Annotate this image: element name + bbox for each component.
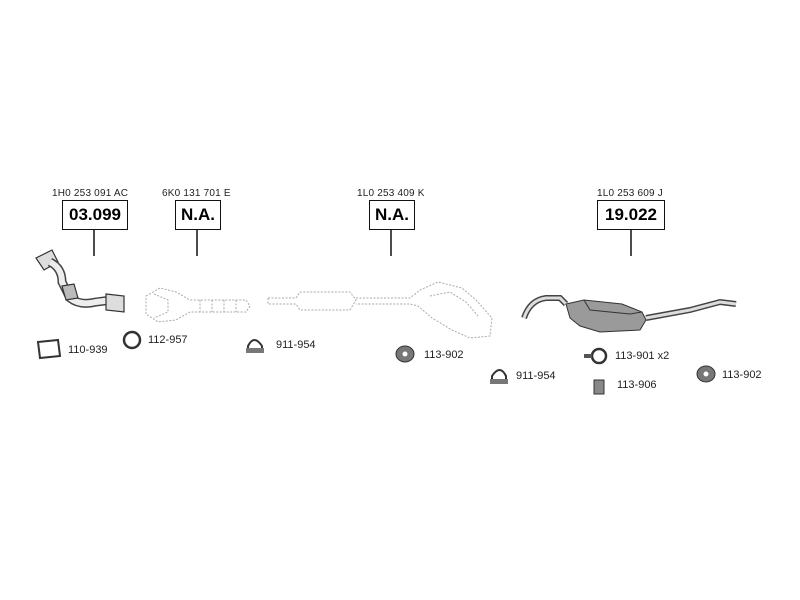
front-pipe-drawing [35, 249, 125, 313]
gasket-icon [36, 338, 62, 360]
ring-icon [122, 330, 142, 350]
clamp-icon [246, 339, 264, 353]
fitting-code-rubber-mount-2: 113-902 [722, 369, 762, 381]
middle-silencer-drawing [267, 281, 493, 339]
fitting-code-bushing: 113-906 [617, 379, 657, 391]
catalyst-drawing [145, 287, 251, 323]
oe-number-catalyst: 6K0 131 701 E [162, 188, 231, 199]
rubber-mount-icon [696, 365, 716, 383]
fitting-code-clamp: 911-954 [276, 339, 316, 351]
bushing-icon [593, 379, 605, 395]
fitting-code-ring: 112-957 [148, 334, 188, 346]
oe-number-rear-silencer: 1L0 253 609 J [597, 188, 663, 199]
part-box-rear-silencer[interactable]: 19.022 [597, 200, 665, 230]
oe-number-middle-silencer: 1L0 253 409 K [357, 188, 425, 199]
rear-silencer-drawing [521, 295, 737, 333]
fitting-code-gasket: 110-939 [68, 344, 108, 356]
part-box-middle-silencer[interactable]: N.A. [369, 200, 415, 230]
part-box-front-pipe[interactable]: 03.099 [62, 200, 128, 230]
clamp-icon [490, 369, 508, 384]
part-box-catalyst[interactable]: N.A. [175, 200, 221, 230]
fitting-code-hanger: 113-901 x2 [615, 350, 670, 362]
fitting-code-clamp-2: 911-954 [516, 370, 556, 382]
fitting-code-rubber-mount: 113-902 [424, 349, 464, 361]
hanger-icon [584, 347, 608, 365]
rubber-mount-icon [395, 345, 415, 363]
oe-number-front-pipe: 1H0 253 091 AC [52, 188, 129, 199]
